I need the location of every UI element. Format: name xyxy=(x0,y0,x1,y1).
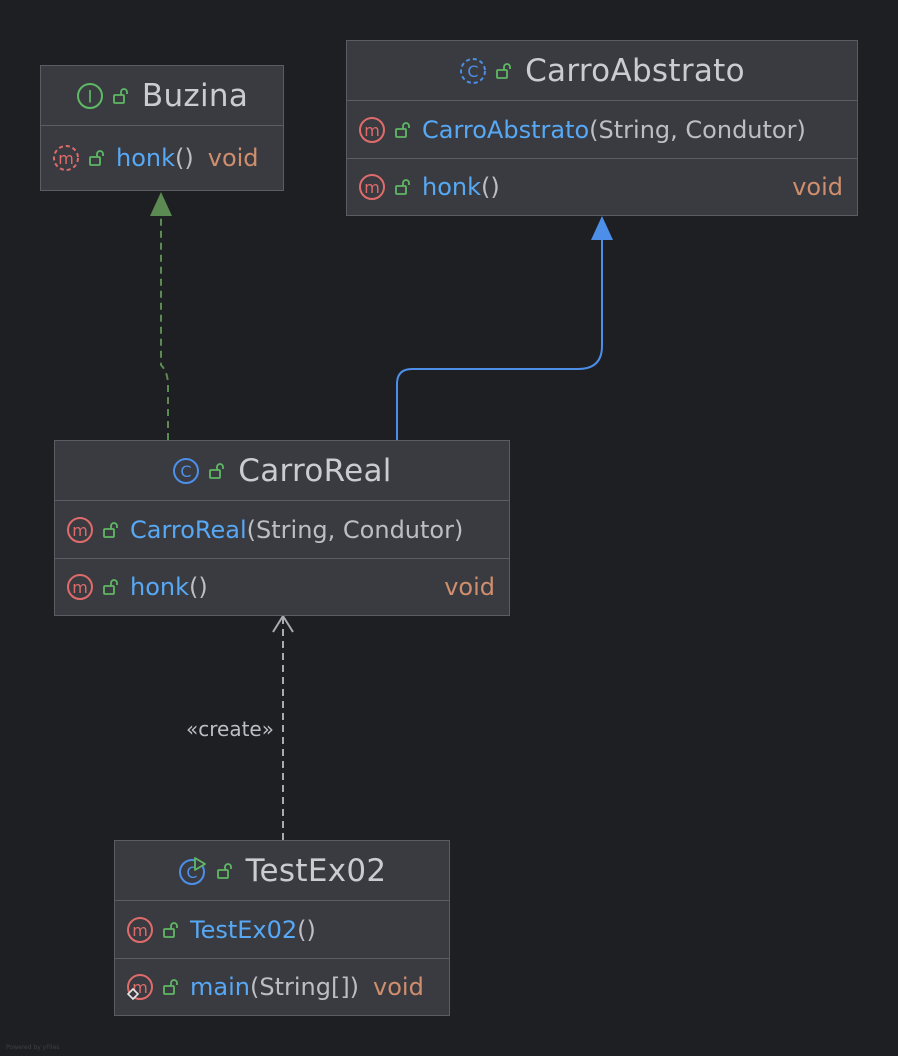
static-method-icon: m xyxy=(126,973,154,1001)
method-params: (String, Condutor) xyxy=(589,115,806,144)
method-name: honk xyxy=(116,144,176,172)
method-icon: m xyxy=(358,116,386,144)
open-lock-icon xyxy=(102,521,120,539)
open-lock-icon xyxy=(394,121,412,139)
method-name: main xyxy=(190,973,250,1001)
method-params: () xyxy=(175,144,194,172)
open-lock-icon xyxy=(88,149,106,167)
svg-text:m: m xyxy=(72,521,88,540)
node-header: C CarroAbstrato xyxy=(347,41,857,101)
class-title: CarroAbstrato xyxy=(525,52,745,89)
edge-carroreal-carroabstrato[interactable] xyxy=(396,216,613,440)
runnable-class-icon: C xyxy=(178,856,208,886)
constructor-row[interactable]: m CarroAbstrato(String, Condutor) xyxy=(347,101,857,158)
generalization-arrowhead xyxy=(591,216,613,240)
method-icon: m xyxy=(358,173,386,201)
method-params: () xyxy=(297,915,316,944)
method-params: () xyxy=(189,573,208,601)
method-icon: m xyxy=(126,916,154,944)
return-type: void xyxy=(444,573,495,601)
method-icon: m xyxy=(66,516,94,544)
method-name: honk xyxy=(422,173,482,201)
svg-text:m: m xyxy=(58,149,74,168)
node-header: I Buzina xyxy=(41,66,283,126)
node-header: C TestEx02 xyxy=(115,841,449,901)
method-name: TestEx02 xyxy=(190,915,298,944)
node-header: C CarroReal xyxy=(55,441,509,501)
method-name: CarroReal xyxy=(130,515,247,544)
method-name: honk xyxy=(130,573,190,601)
svg-text:I: I xyxy=(87,87,92,107)
return-type: void xyxy=(207,144,259,172)
method-params: () xyxy=(481,173,500,201)
node-buzina[interactable]: I Buzina m honk() void xyxy=(40,65,284,191)
node-testex02[interactable]: C TestEx02 m TestEx02() m main(String[]) xyxy=(114,840,450,1016)
method-row[interactable]: m main(String[]) void xyxy=(115,958,449,1015)
interface-icon: I xyxy=(76,82,104,110)
method-params: (String, Condutor) xyxy=(246,515,464,544)
open-lock-icon xyxy=(162,978,180,996)
svg-text:C: C xyxy=(181,462,192,481)
edge-testex02-carroreal[interactable] xyxy=(272,614,294,840)
constructor-row[interactable]: m TestEx02() xyxy=(115,901,449,958)
class-title: CarroReal xyxy=(238,452,392,489)
method-row[interactable]: m honk() void xyxy=(55,558,509,615)
abstract-method-icon: m xyxy=(52,144,80,172)
return-type: void xyxy=(373,973,424,1001)
class-title: TestEx02 xyxy=(245,852,387,889)
method-row[interactable]: m honk() void xyxy=(347,158,857,215)
open-lock-icon xyxy=(208,462,226,480)
open-lock-icon xyxy=(112,87,130,105)
method-icon: m xyxy=(66,573,94,601)
svg-text:C: C xyxy=(467,62,478,81)
method-row[interactable]: m honk() void xyxy=(41,126,283,190)
abstract-class-icon: C xyxy=(459,57,487,85)
class-icon: C xyxy=(172,457,200,485)
open-lock-icon xyxy=(495,62,513,80)
realization-arrowhead xyxy=(150,192,172,216)
open-lock-icon xyxy=(162,921,180,939)
open-lock-icon xyxy=(216,862,234,880)
svg-text:C: C xyxy=(186,863,197,882)
svg-text:m: m xyxy=(364,121,380,140)
open-lock-icon xyxy=(394,178,412,196)
method-name: CarroAbstrato xyxy=(422,115,590,144)
return-type: void xyxy=(792,173,843,201)
node-carroreal[interactable]: C CarroReal m CarroReal(String, Condutor… xyxy=(54,440,510,616)
dependency-arrowhead xyxy=(272,614,294,633)
class-title: Buzina xyxy=(141,77,249,114)
create-stereotype-label: «create» xyxy=(186,717,274,741)
open-lock-icon xyxy=(102,578,120,596)
watermark: Powered by yFiles xyxy=(6,1044,60,1051)
svg-text:m: m xyxy=(72,578,88,597)
constructor-row[interactable]: m CarroReal(String, Condutor) xyxy=(55,501,509,558)
edge-carroreal-buzina[interactable] xyxy=(150,192,172,440)
method-params: (String[]) xyxy=(249,973,360,1001)
node-carroabstrato[interactable]: C CarroAbstrato m CarroAbstrato(String, … xyxy=(346,40,858,216)
svg-text:m: m xyxy=(364,178,380,197)
svg-text:m: m xyxy=(132,921,148,940)
